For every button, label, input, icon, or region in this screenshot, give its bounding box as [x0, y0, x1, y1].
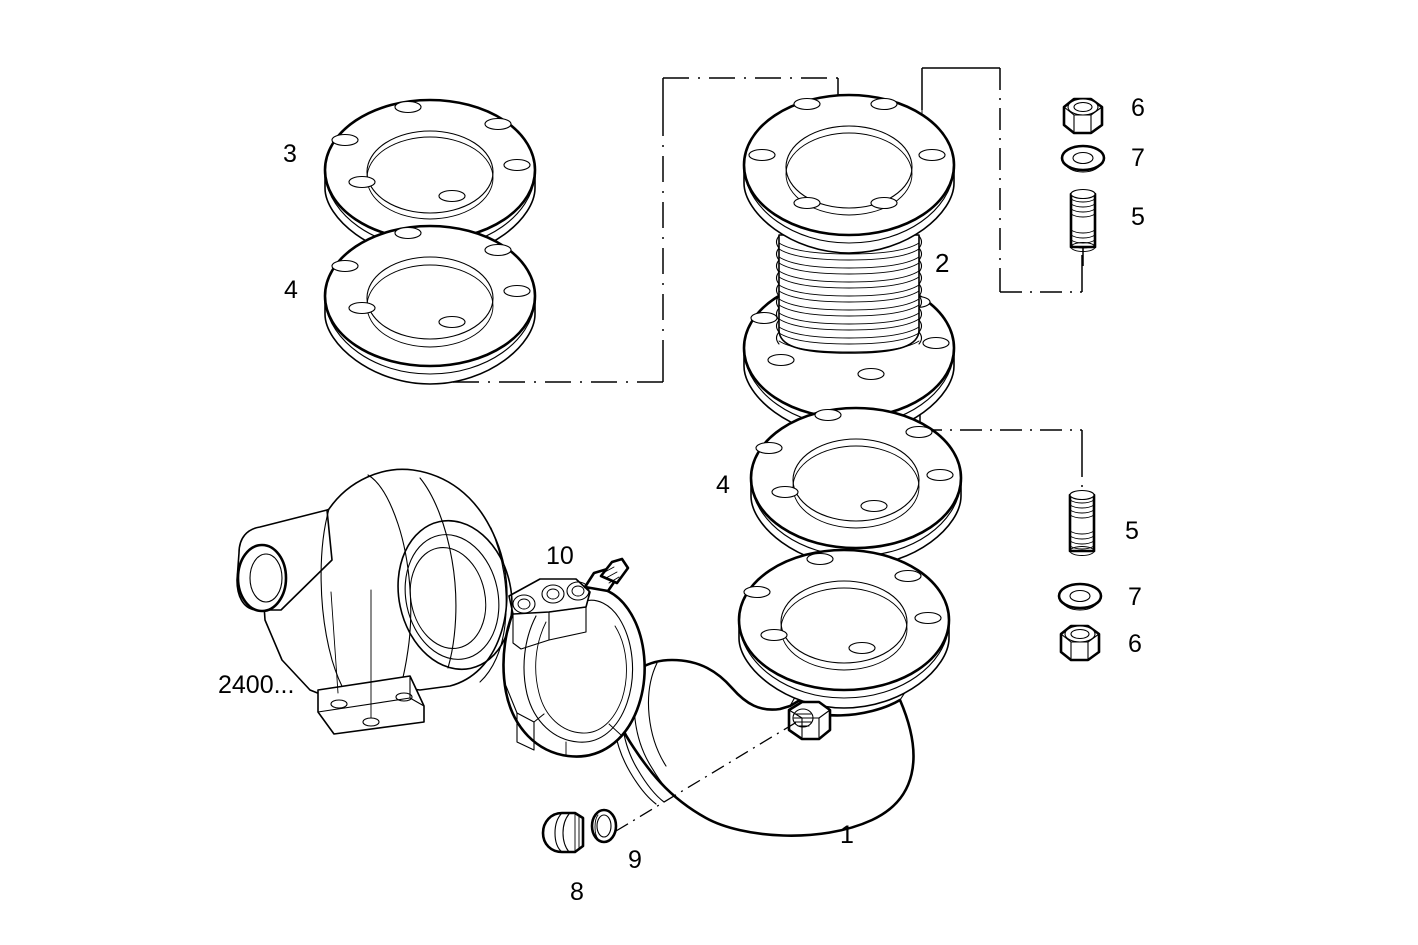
callout-label-2: 2	[935, 248, 950, 278]
callout-label-7-lower: 7	[1128, 583, 1142, 611]
part-washer-upper	[1060, 144, 1106, 173]
part-stud-lower	[1068, 489, 1096, 556]
callout-label-7-upper: 7	[1131, 144, 1145, 172]
upper-flange-bolt-holes	[748, 97, 946, 210]
threaded-boss	[787, 700, 832, 741]
part-hex-nut-upper	[1062, 97, 1104, 135]
part-exhaust-elbow	[612, 548, 951, 837]
bolt-holes	[331, 226, 531, 329]
callout-label-5-upper: 5	[1131, 203, 1145, 231]
part-v-band-clamp	[502, 557, 646, 758]
callout-label-4-lower: 4	[716, 471, 730, 499]
callout-label-10: 10	[546, 542, 574, 570]
part-stud-upper	[1069, 188, 1097, 266]
part-washer-lower	[1057, 582, 1103, 611]
part-bellows-expansion-joint	[742, 93, 956, 437]
part-hex-nut-lower	[1059, 624, 1101, 662]
plug-centerline	[615, 719, 801, 832]
callout-label-9: 9	[628, 846, 642, 874]
bellows-convolutions	[775, 234, 923, 354]
part-gasket-flange-upper	[323, 98, 537, 259]
bolt-holes	[331, 100, 531, 203]
part-flange-ring-upper	[323, 224, 537, 385]
callout-label-6-lower: 6	[1128, 630, 1142, 658]
callout-label-turbocharger: 2400...	[218, 671, 295, 699]
part-turbocharger	[236, 468, 513, 735]
callout-label-4-upper: 4	[284, 276, 298, 304]
callout-label-5-lower: 5	[1125, 517, 1139, 545]
callout-label-3: 3	[283, 140, 297, 168]
part-flange-ring-lower	[749, 406, 963, 567]
part-screw-plug	[541, 811, 585, 854]
bolt-holes	[755, 408, 954, 513]
callout-label-6-upper: 6	[1131, 94, 1145, 122]
elbow-flange-bolt-holes	[743, 552, 942, 655]
callout-label-8: 8	[570, 878, 584, 906]
callout-label-1: 1	[840, 821, 854, 849]
part-sealing-ring	[590, 808, 618, 844]
